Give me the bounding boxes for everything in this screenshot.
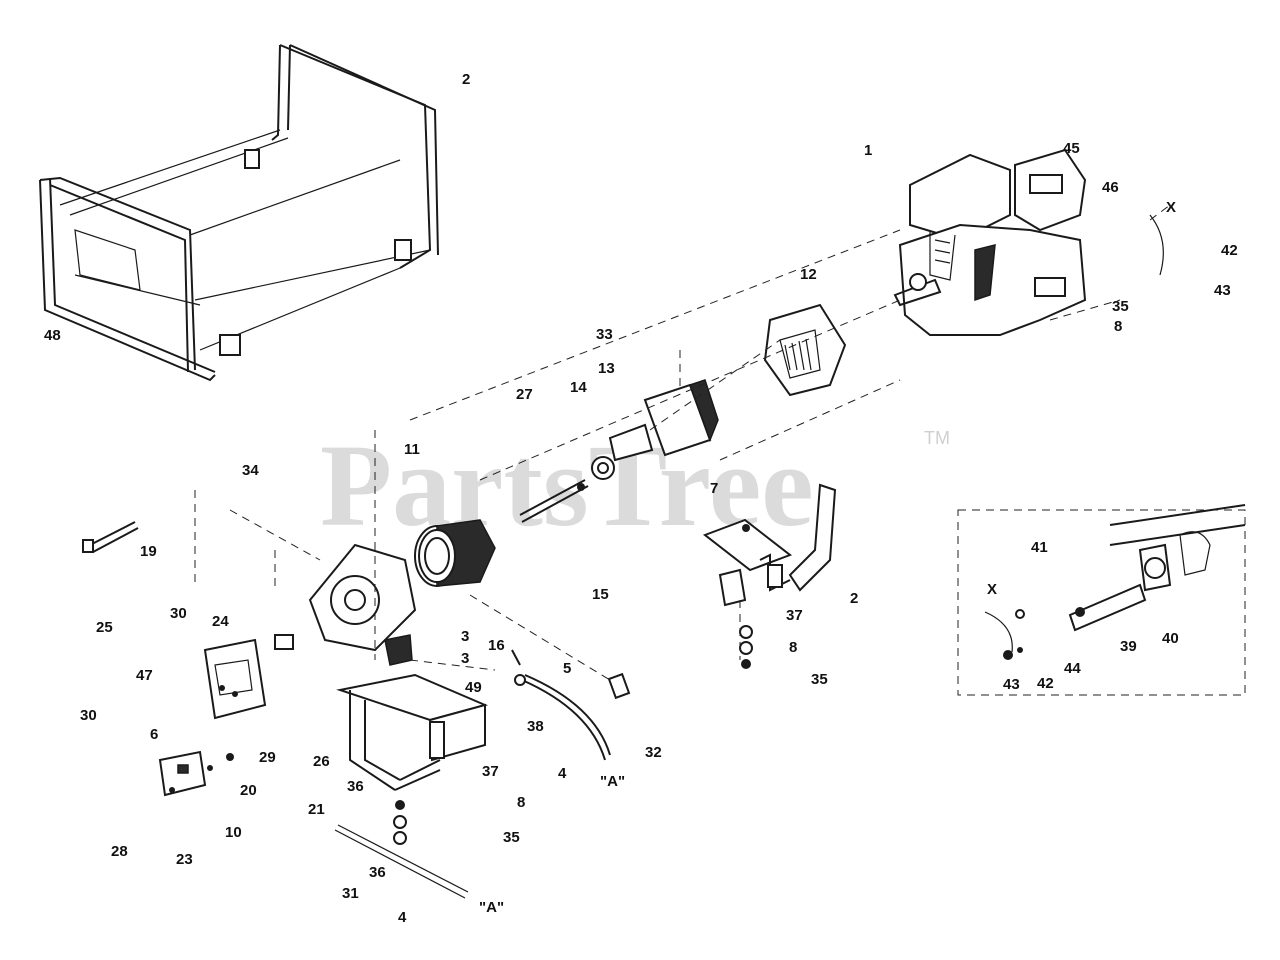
callout-21: 21 (308, 801, 325, 818)
callout-2-bracket: 2 (850, 590, 858, 607)
callout-5: 5 (563, 660, 571, 677)
guide-lines (194, 204, 1171, 681)
callout-46: 46 (1102, 179, 1119, 196)
marker-a-upper: "A" (600, 773, 625, 790)
engine-drawing (893, 148, 1164, 336)
stator-drawing (414, 519, 496, 587)
outlet-box-drawing (158, 750, 234, 797)
callout-43-engine: 43 (1214, 282, 1231, 299)
callout-8-engine: 8 (1114, 318, 1122, 335)
callout-38: 38 (527, 718, 544, 735)
callout-13: 13 (598, 360, 615, 377)
mount-bracket-drawing (336, 673, 489, 845)
callout-19: 19 (140, 543, 157, 560)
callout-36-lower: 36 (369, 864, 386, 881)
callout-11: 11 (404, 441, 420, 458)
watermark-trademark: TM (924, 428, 950, 448)
callout-1: 1 (864, 142, 872, 159)
callout-12: 12 (800, 266, 817, 283)
control-panel-drawing (203, 634, 294, 720)
callout-47: 47 (136, 667, 153, 684)
callout-16: 16 (488, 637, 505, 654)
marker-a-lower: "A" (479, 899, 504, 916)
callout-44: 44 (1064, 660, 1081, 677)
callout-25: 25 (96, 619, 113, 636)
callout-7: 7 (710, 480, 718, 497)
callout-36-upper: 36 (347, 778, 364, 795)
callout-24: 24 (212, 613, 229, 630)
callout-3-upper: 3 (461, 628, 469, 645)
callout-33: 33 (596, 326, 613, 343)
callout-43-inset: 43 (1003, 676, 1020, 693)
callout-49: 49 (465, 679, 482, 696)
callout-48: 48 (44, 327, 61, 344)
callout-30-lower: 30 (80, 707, 97, 724)
callout-32: 32 (645, 744, 662, 761)
callout-10: 10 (225, 824, 242, 841)
callout-37-bracket: 37 (786, 607, 803, 624)
inset-panel-drawing (957, 504, 1246, 696)
callout-27: 27 (516, 386, 533, 403)
callout-20: 20 (240, 782, 257, 799)
callout-30-upper: 30 (170, 605, 187, 622)
callout-35-bracket: 35 (811, 671, 828, 688)
callout-4-lower: 4 (398, 909, 407, 926)
wire-drawing (334, 649, 631, 899)
callout-34: 34 (242, 462, 259, 479)
callout-23: 23 (176, 851, 193, 868)
callout-15: 15 (592, 586, 609, 603)
bearing-carrier-drawing (308, 543, 417, 666)
callout-40: 40 (1162, 630, 1179, 647)
callout-14: 14 (570, 379, 587, 396)
callout-42-inset: 42 (1037, 675, 1054, 692)
callout-42-engine: 42 (1221, 242, 1238, 259)
callout-29: 29 (259, 749, 276, 766)
callout-26: 26 (313, 753, 330, 770)
callout-2-frame: 2 (462, 71, 470, 88)
callout-6: 6 (150, 726, 158, 743)
callout-31: 31 (342, 885, 359, 902)
callout-35-mount: 35 (503, 829, 520, 846)
bolt-19-drawing (82, 521, 139, 553)
fan-housing-drawing (763, 303, 847, 397)
callout-37-mount: 37 (482, 763, 499, 780)
marker-x-engine: X (1166, 199, 1176, 216)
marker-x-inset: X (987, 581, 997, 598)
callout-8-bracket: 8 (789, 639, 797, 656)
callout-4-upper: 4 (558, 765, 567, 782)
frame-drawing (39, 44, 439, 382)
callout-3-lower: 3 (461, 650, 469, 667)
callout-45: 45 (1063, 140, 1080, 157)
callout-39: 39 (1120, 638, 1137, 655)
callout-35-engine: 35 (1112, 298, 1129, 315)
callout-labels: 1 2 2 3 3 4 4 5 6 7 8 8 8 10 11 12 13 14… (44, 71, 1238, 926)
callout-8-mount: 8 (517, 794, 525, 811)
callout-41: 41 (1031, 539, 1048, 556)
callout-28: 28 (111, 843, 128, 860)
